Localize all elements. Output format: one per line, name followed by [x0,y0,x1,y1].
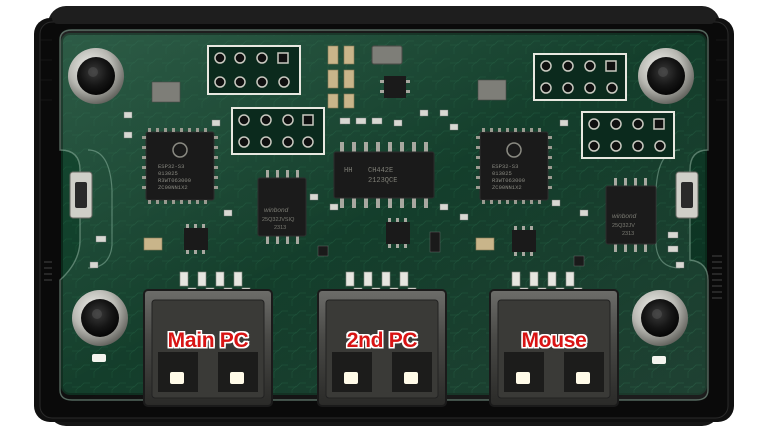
pin-header-mid-left [231,107,325,155]
esp32-chip-right: ESP32-S3 013025 R3WT063000 ZC00NN1X2 [476,128,552,204]
chip-text: winbond [264,207,289,214]
indicator-leds [92,354,666,364]
chip-text: 013025 [492,170,512,177]
chip-text: ZC00NN1X2 [158,184,188,191]
chip-text: 2313 [622,231,634,237]
chip-text: CH442E [368,167,393,175]
voltage-regulator-mid [386,218,410,248]
capacitors [143,45,507,251]
flash-chip-left: winbond 25Q32JVSIQ 2313 [257,170,307,244]
mounting-screw-top-left [68,48,124,104]
small-ic-top [380,76,410,98]
chip-text: 25Q32JVSIQ [262,217,295,223]
chip-text: 25Q32JV [612,223,635,229]
chip-text: winbond [612,213,637,220]
mounting-screw-bottom-left [72,290,128,346]
crystal-top [371,45,403,65]
chip-text: 013025 [158,170,178,177]
mounting-screw-top-right [638,48,694,104]
esp32-chip-left: ESP32-S3 013025 R3WT063000 ZC00NN1X2 [142,128,218,204]
chip-text: 2123QCE [368,177,397,185]
chip-text: R3WT063000 [158,177,191,184]
pin-header-top-left [207,45,301,95]
pin-header-top-right [533,53,627,101]
port-label-main-pc: Main PC [167,329,249,352]
status-led [170,372,184,384]
reset-button-left [69,171,93,219]
voltage-regulator-left [184,224,208,254]
usb-port-2nd-pc [317,289,447,407]
chip-text: HH [344,167,352,175]
status-led [516,372,530,384]
spring-coil [712,255,722,299]
mounting-screw-bottom-right [632,290,688,346]
smd-passives [89,109,685,269]
status-led [344,372,358,384]
port-label-2nd-pc: 2nd PC [346,329,418,352]
chip-text: 2313 [274,225,286,231]
pin-header-mid-right [581,111,675,159]
espressif-logo-icon [172,142,188,158]
status-led [404,372,418,384]
status-led [576,372,590,384]
espressif-logo-icon [506,142,522,158]
usb-port-main-pc [143,289,273,407]
usb-port-mouse [489,289,619,407]
voltage-regulator-right [512,226,536,256]
flash-chip-right: winbond 25Q32JV 2313 [605,178,657,252]
status-led [230,372,244,384]
chip-text: ESP32-S3 [158,163,184,170]
port-label-mouse: Mouse [521,329,587,352]
chip-text: ZC00NN1X2 [492,184,522,191]
chip-text: ESP32-S3 [492,163,518,170]
reset-button-right [675,171,699,219]
chip-text: R3WT063000 [492,177,525,184]
mux-chip: HH CH442E 2123QCE [333,142,435,208]
